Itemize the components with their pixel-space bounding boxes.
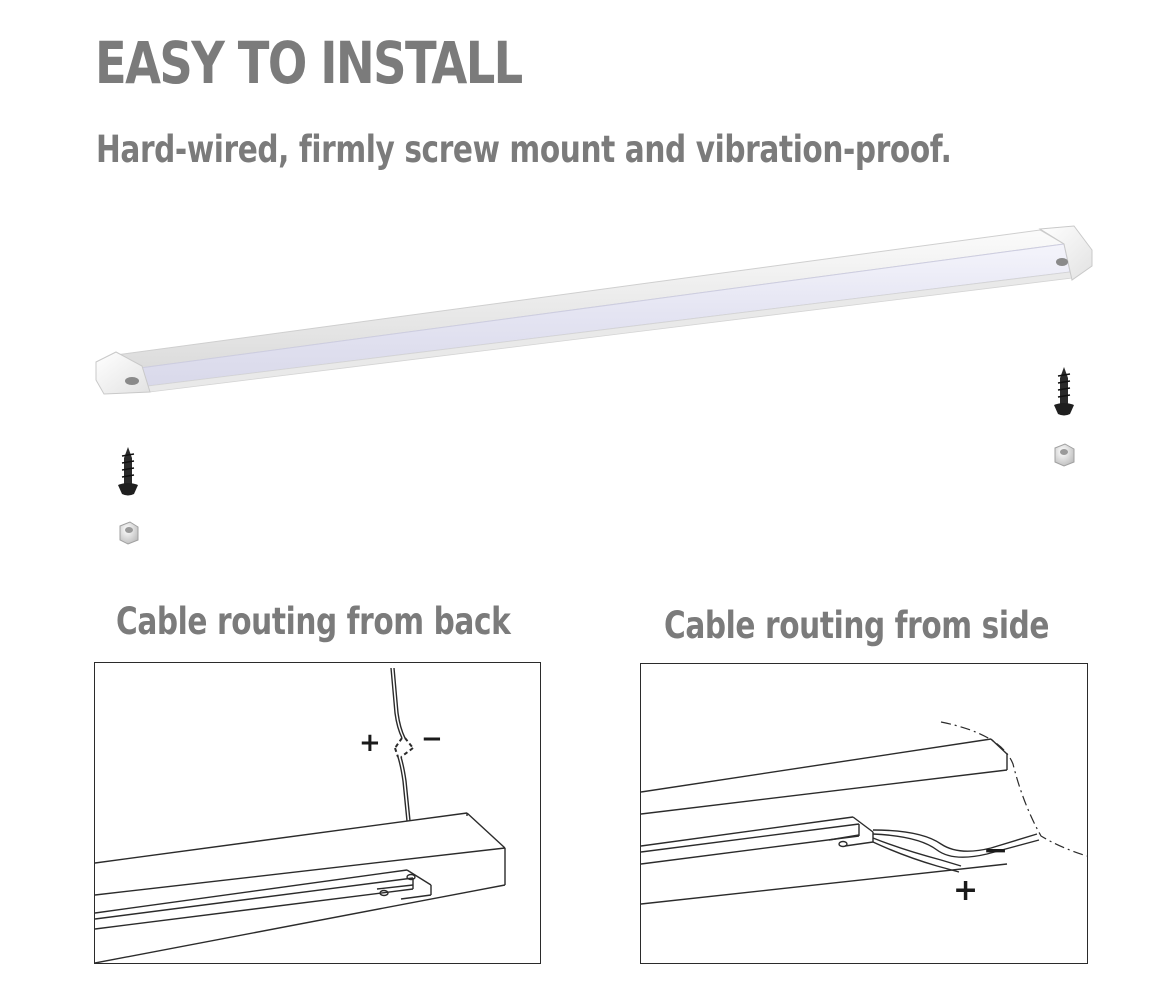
cable-side-line-art: − + <box>641 721 1087 908</box>
plus-sign: + <box>359 728 381 758</box>
cable-back-line-art: + − <box>95 667 506 963</box>
mounting-hole-right <box>1056 258 1068 266</box>
wall-anchor-icon <box>1054 443 1075 467</box>
wall-anchor-icon <box>119 521 139 545</box>
minus-sign: − <box>421 724 443 754</box>
end-cap-right <box>1038 225 1093 281</box>
diagram-cable-back: + − <box>94 662 541 964</box>
screw-icon <box>1054 367 1074 416</box>
diagram-cable-side: − + <box>640 663 1088 964</box>
page-subtitle: Hard-wired, firmly screw mount and vibra… <box>96 128 952 171</box>
page-title: EASY TO INSTALL <box>95 29 523 97</box>
screw-icon <box>118 447 138 496</box>
mounting-hole-left <box>125 377 139 385</box>
caption-cable-side: Cable routing from side <box>664 604 1050 647</box>
caption-cable-back: Cable routing from back <box>116 600 511 643</box>
light-diffuser <box>139 243 1071 387</box>
light-bar <box>95 225 1093 395</box>
plus-sign: + <box>953 873 978 908</box>
product-illustration <box>95 225 1093 545</box>
minus-sign: − <box>983 833 1008 868</box>
